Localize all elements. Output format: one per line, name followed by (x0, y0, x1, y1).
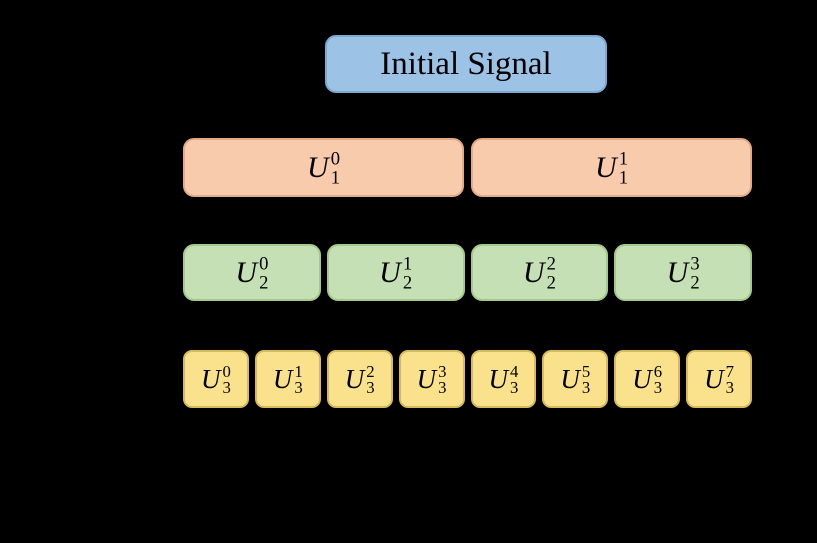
node-superscript: 0 (330, 148, 340, 170)
node-base: U (201, 363, 221, 394)
node-base: U (307, 150, 329, 184)
node-superscript: 0 (222, 361, 231, 381)
node-superscript: 1 (618, 148, 628, 170)
node-subscript: 2 (259, 271, 269, 293)
initial-signal-label: Initial Signal (380, 45, 552, 82)
node-superscript: 4 (510, 361, 519, 381)
node-subscript: 3 (581, 378, 591, 398)
node-base: U (416, 363, 437, 394)
node-subscript: 3 (725, 378, 734, 398)
node-base: U (522, 255, 545, 289)
node-subscript: 3 (366, 378, 375, 398)
node-superscript: 1 (402, 253, 413, 275)
node-subscript: 3 (510, 378, 519, 398)
node-base: U (272, 363, 293, 394)
node-superscript: 0 (259, 253, 269, 275)
node-superscript: 2 (366, 361, 375, 381)
node-base: U (632, 363, 652, 394)
node-subscript: 1 (330, 166, 340, 188)
node-subscript: 1 (618, 166, 628, 188)
node-base: U (344, 363, 365, 394)
node-base: U (595, 150, 617, 184)
node-base: U (379, 255, 401, 289)
node-subscript: 3 (653, 378, 663, 398)
initial-signal-box: Initial Signal (325, 35, 607, 93)
node-subscript: 3 (222, 378, 231, 398)
node-base: U (560, 363, 580, 394)
node-superscript: 2 (546, 253, 556, 275)
node-subscript: 2 (690, 271, 700, 293)
node-superscript: 6 (653, 361, 663, 381)
node-base: U (704, 363, 724, 394)
node-superscript: 5 (581, 361, 591, 381)
node-superscript: 3 (690, 253, 700, 275)
node-superscript: 3 (438, 361, 447, 381)
node-base: U (235, 255, 258, 289)
node-superscript: 7 (725, 361, 734, 381)
node-base: U (666, 255, 689, 289)
node-base: U (488, 363, 509, 394)
node-subscript: 3 (294, 378, 303, 398)
node-subscript: 2 (546, 271, 556, 293)
node-superscript: 1 (294, 361, 303, 381)
node-subscript: 3 (438, 378, 447, 398)
node-subscript: 2 (402, 271, 413, 293)
